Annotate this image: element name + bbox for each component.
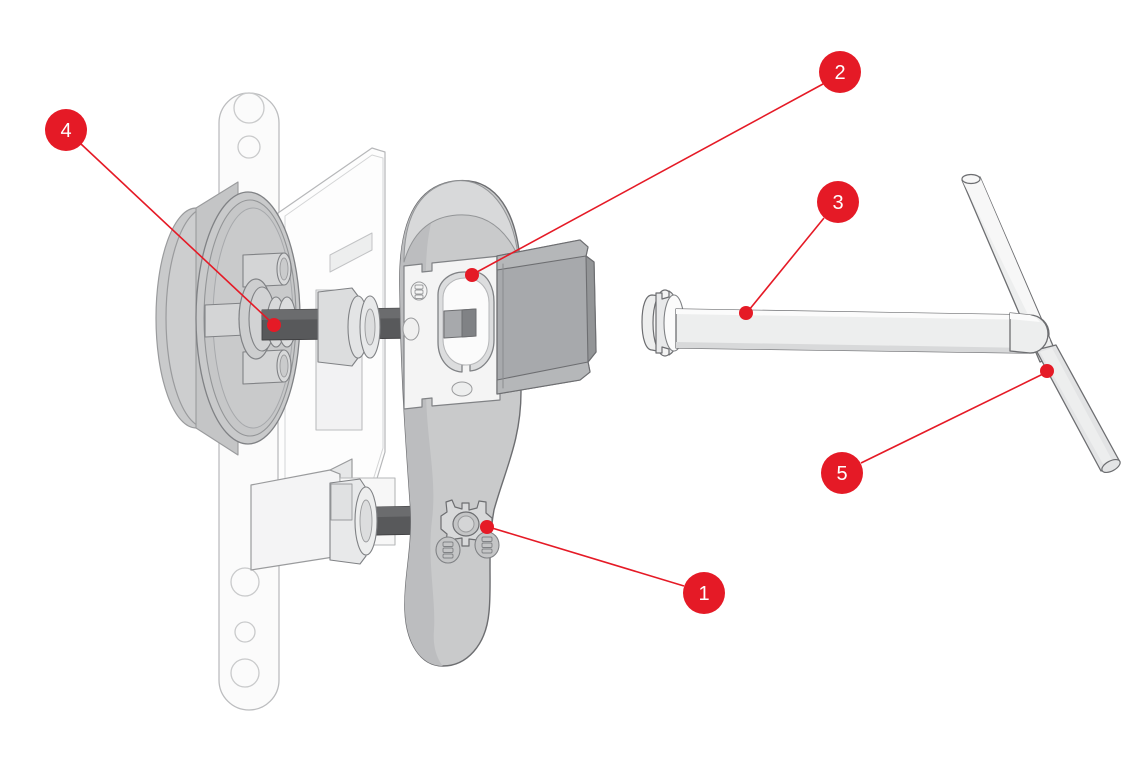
callout-leader-lines [80,83,1044,587]
callout-dot-4 [267,318,281,332]
lock-cylinder-barrel [496,239,597,395]
leader-line-5 [860,373,1044,464]
front-escutcheon-plate [399,179,522,667]
horizontal-spindle-rod [675,308,1050,354]
callout-dot-3 [739,306,753,320]
callout-badge-circle[interactable] [821,452,863,494]
callout-badge-circle[interactable] [683,572,725,614]
callout-dots [267,268,1054,534]
callout-badge-1[interactable]: 1 [683,572,725,614]
callout-dot-2 [465,268,479,282]
leader-line-1 [491,527,685,587]
lower-shaft-nut [329,478,378,565]
upper-drive-shaft [261,287,421,367]
callout-badge-5[interactable]: 5 [821,452,863,494]
leader-line-4 [80,143,272,323]
callout-badge-2[interactable]: 2 [819,51,861,93]
cylinder-keyway-opening [437,271,495,373]
thumbturn-fastener-boss-right [474,531,500,559]
escutcheon-oval-hole [402,317,420,341]
shaft-nut-stack [317,287,381,367]
callout-badge-4[interactable]: 4 [45,109,87,151]
leader-line-3 [748,217,825,311]
artwork-group [155,92,1121,711]
spindle-rod-end-cap [1009,312,1049,354]
lower-drive-shaft [329,478,431,565]
callout-badge-circle[interactable] [45,109,87,151]
callout-dot-1 [480,520,494,534]
callout-badge-circle[interactable] [817,181,859,223]
callout-badge-circle[interactable] [819,51,861,93]
callout-badge-3[interactable]: 3 [817,181,859,223]
escutcheon-oval-hole-bottom [451,381,473,397]
thumbturn-fastener-boss-left [435,536,461,564]
rosette-boss-upper [242,252,292,288]
leader-line-2 [476,83,824,273]
escutcheon-screw-boss-top [410,281,428,301]
callout-dot-5 [1040,364,1054,378]
